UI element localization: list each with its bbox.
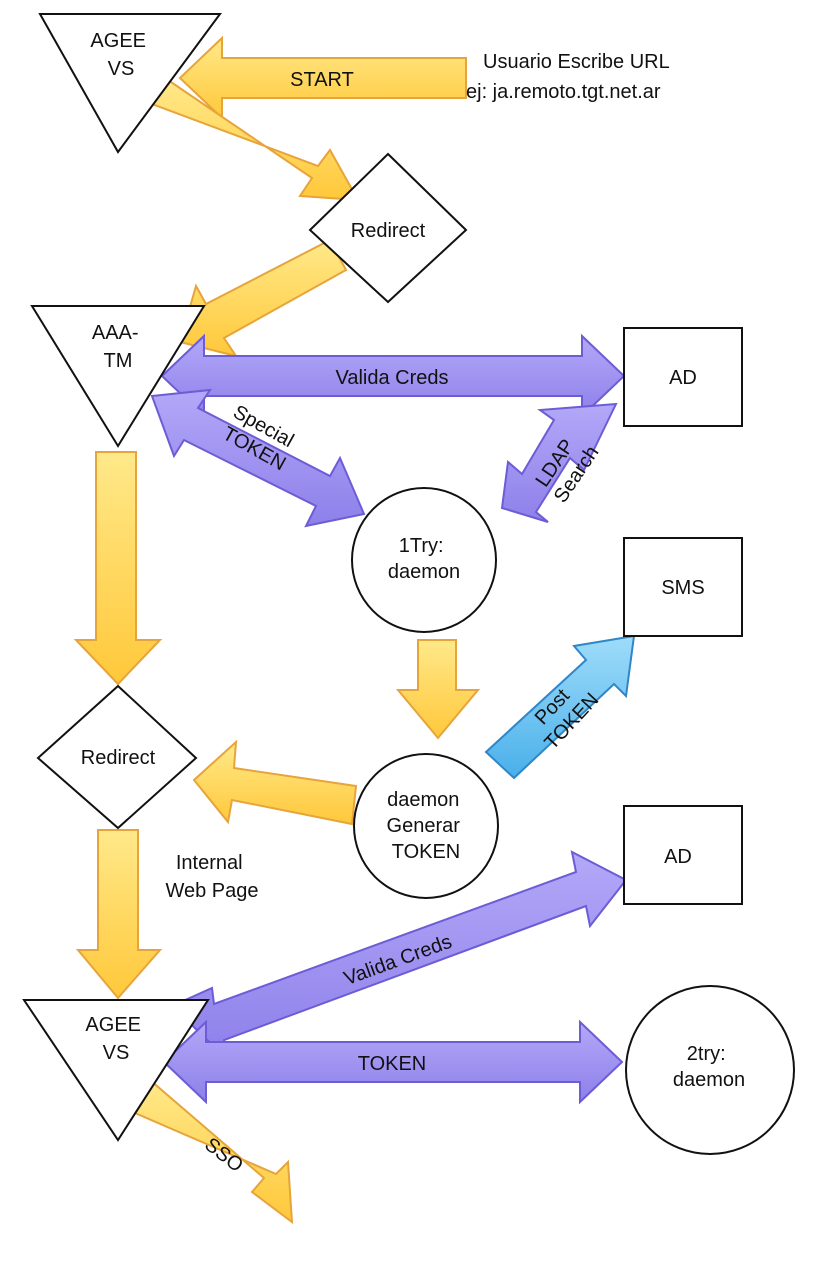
agee-vs-top-line1: AGEE xyxy=(90,30,146,52)
aaa-tm-line2: TM xyxy=(104,350,133,372)
sso-arrow: SSO xyxy=(126,1078,294,1225)
daemon-to-redirect-arrow xyxy=(192,739,358,826)
try-to-daemon-arrow xyxy=(395,639,481,740)
one-try-daemon-line2: daemon xyxy=(388,561,460,583)
ad-top-shape xyxy=(623,327,743,427)
daemon-generar-node: daemon Generar TOKEN xyxy=(353,753,499,899)
agee-vs-top-line2: VS xyxy=(108,58,135,80)
user-url-line2: ej: ja.remoto.tgt.net.ar xyxy=(466,81,661,103)
sms-shape xyxy=(623,537,743,637)
token-label: TOKEN xyxy=(358,1053,427,1075)
token-shape xyxy=(162,1019,624,1105)
redirect-to-agee-arrow xyxy=(75,829,163,1000)
two-try-daemon-node: 2try: daemon xyxy=(625,985,795,1155)
internal-web-line1: Internal xyxy=(176,852,243,874)
aaa-tm-node: AAA- TM xyxy=(30,305,206,448)
agee-vs-top-label: AGEE VS xyxy=(90,30,151,80)
valida-creds-top-arrow: Valida Creds xyxy=(160,333,626,419)
start-arrow-shape xyxy=(178,35,467,121)
user-url-line1: Usuario Escribe URL xyxy=(483,51,670,73)
one-try-daemon-line1: 1Try: xyxy=(399,535,444,557)
token-arrow: TOKEN xyxy=(162,1019,624,1105)
agee-vs-top-node: AGEE VS xyxy=(38,13,222,154)
sms-label: SMS xyxy=(661,577,704,599)
redirect-to-aaa-arrow xyxy=(178,238,348,358)
ldap-search-arrow: LDAP Search xyxy=(500,402,618,523)
one-try-daemon-label: 1Try: daemon xyxy=(388,535,460,583)
redirect-mid-shape xyxy=(36,684,198,830)
sso-arrow-shape xyxy=(126,1078,294,1225)
post-token-arrow: Post TOKEN xyxy=(484,634,636,780)
daemon-generar-line1: daemon xyxy=(387,789,459,811)
redirect-mid-node: Redirect xyxy=(36,684,198,830)
user-url-annotation: Usuario Escribe URL ej: ja.remoto.tgt.ne… xyxy=(466,51,675,103)
daemon-generar-shape xyxy=(353,753,499,899)
post-token-shape xyxy=(484,634,636,780)
redirect-top-node: Redirect xyxy=(308,152,468,304)
agee-vs-bottom-line1: AGEE xyxy=(85,1014,141,1036)
agee-vs-bottom-node: AGEE VS xyxy=(22,999,210,1142)
ldap-search-shape xyxy=(500,402,618,523)
aaa-tm-line1: AAA- xyxy=(92,322,139,344)
ad-bottom-label: AD xyxy=(664,846,692,868)
ad-top-label: AD xyxy=(669,367,697,389)
one-try-daemon-shape xyxy=(351,487,497,633)
redirect-top-label: Redirect xyxy=(351,220,426,242)
agee-vs-bottom-line2: VS xyxy=(103,1042,130,1064)
daemon-generar-line2: Generar xyxy=(387,815,461,837)
agee-vs-bottom-label: AGEE VS xyxy=(85,1014,146,1064)
aaa-to-redirect-arrow xyxy=(73,451,163,686)
start-arrow-label: START xyxy=(290,69,354,91)
internal-web-line2: Web Page xyxy=(165,880,258,902)
special-token-shape xyxy=(150,388,366,528)
ad-bottom-shape xyxy=(623,805,743,905)
daemon-generar-label: daemon Generar TOKEN xyxy=(387,789,466,863)
redirect-mid-label: Redirect xyxy=(81,747,156,769)
aaa-tm-label: AAA- TM xyxy=(92,322,144,372)
two-try-daemon-label: 2try: daemon xyxy=(673,1043,745,1091)
two-try-daemon-line1: 2try: xyxy=(687,1043,726,1065)
one-try-daemon-node: 1Try: daemon xyxy=(351,487,497,633)
special-token-arrow: Special TOKEN xyxy=(150,388,366,528)
ad-bottom-node: AD xyxy=(623,805,743,905)
agee-vs-top-shape xyxy=(38,13,222,154)
two-try-daemon-line2: daemon xyxy=(673,1069,745,1091)
start-arrow: START xyxy=(178,35,467,121)
daemon-generar-line3: TOKEN xyxy=(392,841,461,863)
sms-node: SMS xyxy=(623,537,743,637)
aaa-tm-shape xyxy=(30,305,206,448)
ad-top-node: AD xyxy=(623,327,743,427)
redirect-top-shape xyxy=(308,152,468,304)
two-try-daemon-shape xyxy=(625,985,795,1155)
internal-web-annotation: Internal Web Page xyxy=(165,852,258,902)
agee-vs-bottom-shape xyxy=(22,999,210,1142)
valida-creds-top-label: Valida Creds xyxy=(335,367,448,389)
agee-to-redirect-arrow xyxy=(150,78,360,202)
